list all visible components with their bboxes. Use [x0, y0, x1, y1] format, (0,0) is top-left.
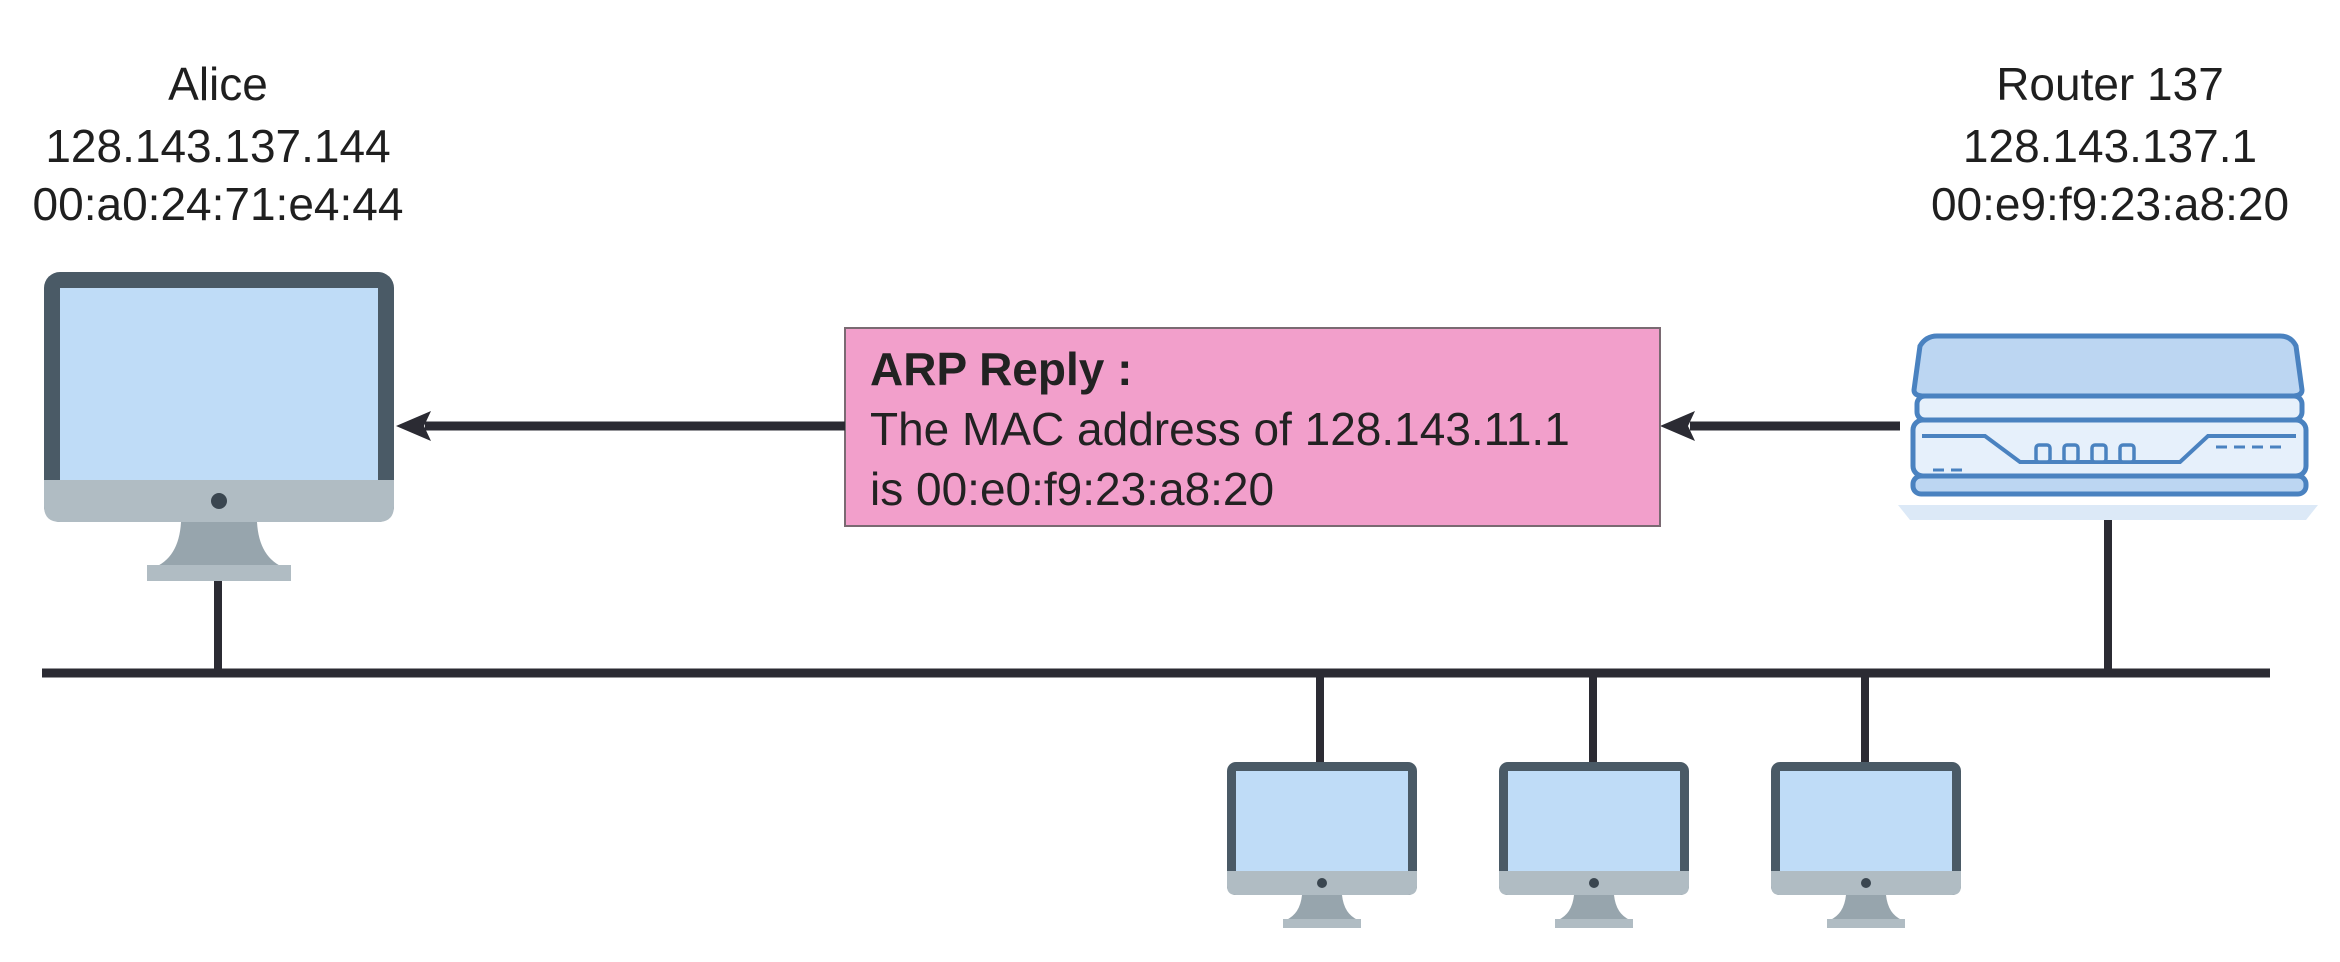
router-ip: 128.143.137.1 [1963, 120, 2257, 172]
alice-mac: 00:a0:24:71:e4:44 [33, 178, 404, 230]
arp-reply-title: ARP Reply : [870, 343, 1132, 395]
host-2-monitor-icon [1499, 762, 1689, 928]
host-1-monitor-icon [1227, 762, 1417, 928]
reply-arrowhead-left [396, 411, 431, 441]
router-name: Router 137 [1996, 58, 2224, 110]
host-3-monitor-icon [1771, 762, 1961, 928]
arp-reply-line-1: The MAC address of 128.143.11.1 [870, 403, 1570, 455]
arp-reply-line-2: is 00:e0:f9:23:a8:20 [870, 463, 1274, 515]
desktop-monitor-icon [44, 272, 394, 581]
router-mac: 00:e9:f9:23:a8:20 [1931, 178, 2289, 230]
router-icon [1898, 333, 2318, 520]
alice-name: Alice [168, 58, 268, 110]
reply-arrowhead-right [1660, 411, 1695, 441]
alice-ip: 128.143.137.144 [45, 120, 390, 172]
